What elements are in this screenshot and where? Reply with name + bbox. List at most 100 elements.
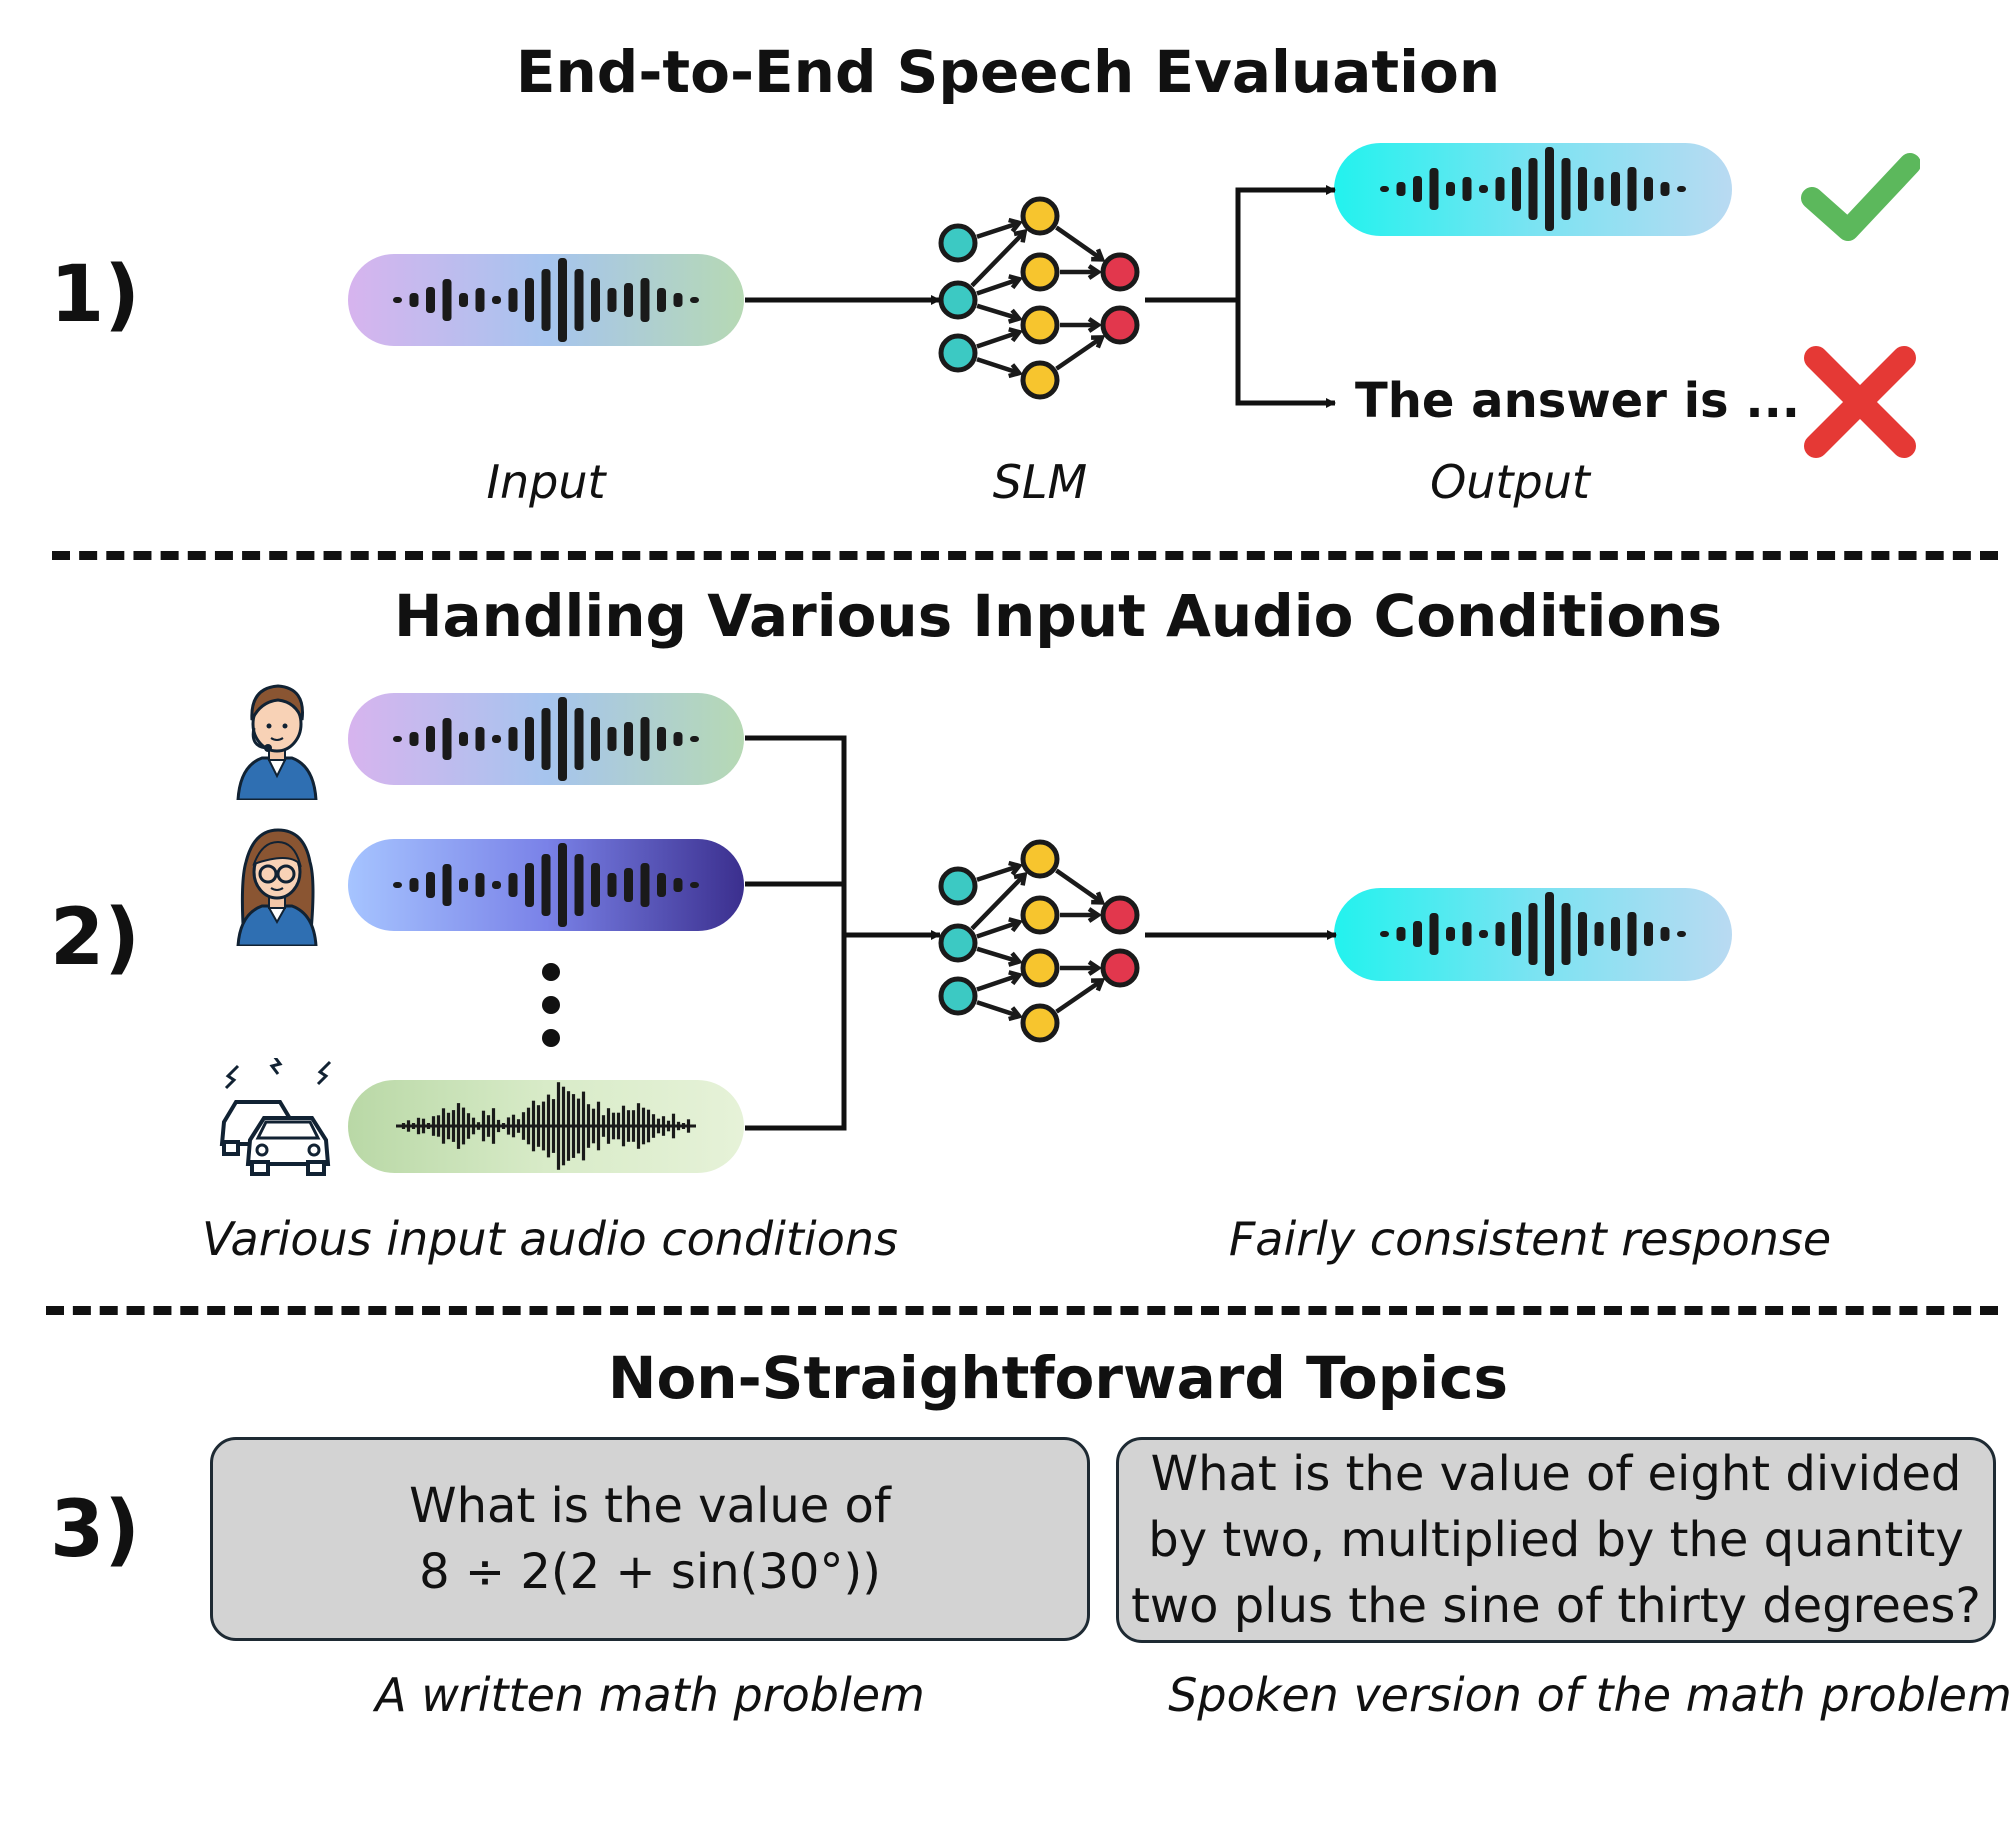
waveform-bar [1413,921,1422,947]
waveform-bar [492,881,501,889]
waveform-bar [1479,930,1488,938]
voice1-connector [745,735,847,1131]
waveform-bar [393,882,402,888]
network-link [976,946,1020,964]
output-caption: Output [1430,455,1590,509]
waveform-bar [409,732,419,746]
waveform-bar [1462,922,1472,946]
waveform-bar [525,278,534,322]
network-arrowhead [1013,228,1028,243]
waveform-bar [525,863,534,907]
waveform-bar [1512,912,1521,956]
waveform-bar [673,878,683,892]
ellipsis-dots [538,960,564,1050]
waveform-bar [591,863,600,907]
input-waveform-pill [348,254,744,346]
network-node [938,923,978,963]
waveform-bar [459,293,468,307]
network-link [1055,868,1104,905]
waveform-bar [690,736,699,742]
network-link [976,220,1020,239]
network-node [938,223,978,263]
waveform-bar [673,293,683,307]
network-arrowhead [1087,317,1103,333]
waveform-bar [475,873,485,897]
waveform-bar [459,878,468,892]
waveform-bar [624,283,633,317]
waveform-bar [1561,158,1571,220]
waveform-bar [1396,182,1406,196]
waveform-bar [541,708,551,770]
waveform-bar [1578,912,1587,956]
waveform-bar [1644,177,1653,201]
man-speaker-icon [232,676,322,802]
waveform-bar [459,732,468,746]
waveform-bar [690,297,699,303]
network-arrowhead [1007,308,1023,324]
network-arrowhead [1007,951,1023,967]
network-link [976,303,1020,321]
woman-speaker-icon [232,822,322,948]
waveform-bar [1578,167,1587,211]
waveform-bar [1512,167,1521,211]
waveform-bar [508,727,518,751]
section3-title: Non-Straightforward Topics [607,1344,1509,1412]
network-arrowhead [1008,917,1024,933]
waveform-bar [1446,182,1455,196]
written-math-box: What is the value of 8 ÷ 2(2 + sin(30°)) [210,1437,1090,1641]
network-link [976,1000,1020,1019]
consistent-output-pill [1334,888,1732,981]
waveform-bar [624,722,633,756]
written-line-1: What is the value of [409,1478,891,1534]
waveform-bar [393,736,402,742]
input-voice1-pill [348,693,744,785]
section2-title: Handling Various Input Audio Conditions [393,582,1723,650]
waveform-bar [442,718,452,760]
network-node [938,866,978,906]
network-arrowhead [1008,327,1024,343]
waveform-bar [591,717,600,761]
waveform-bar [640,717,650,761]
network-link [976,972,1020,992]
waveform-bar [1611,917,1620,951]
waveform-bar [492,735,501,743]
waveform-bar [426,872,435,898]
network-arrowhead [1087,264,1103,280]
network-node [1100,948,1140,988]
waveform-bar [1627,912,1637,956]
network-link [1055,225,1104,262]
section1-number: 1) [50,250,140,340]
waveform-bar [657,873,666,897]
waveform-bar [1677,186,1686,192]
network-arrowhead [1008,860,1023,876]
network-node [1020,305,1060,345]
waveform-bar [1594,177,1604,201]
waveform-bar [426,726,435,752]
output-waveform-pill [1334,143,1732,236]
waveform-bar [1429,168,1439,210]
input-caption: Input [486,455,606,509]
waveform-bar [1627,167,1637,211]
text-output: The answer is ... [1355,373,1801,429]
waveform-bar [1396,927,1406,941]
section3-number: 3) [50,1485,140,1575]
network-node [938,976,978,1016]
waveform-bar [1528,903,1538,965]
network-node [1020,252,1060,292]
network-arrowhead [1091,248,1106,262]
waveform-bar [1495,922,1505,946]
waveform-bar [541,854,551,916]
network-arrowhead [1087,907,1103,923]
network-node [1020,895,1060,935]
various-conditions-caption: Various input audio conditions [202,1212,898,1266]
waveform-bar [1545,147,1554,231]
section2-number: 2) [50,893,140,983]
network-link [1055,335,1104,371]
waveform-bar [1462,177,1472,201]
waveform-bar [1380,931,1389,937]
network-link [976,276,1020,296]
written-line-2: 8 ÷ 2(2 + sin(30°)) [419,1544,881,1600]
waveform-bar [1429,913,1439,955]
waveform-bar [442,279,452,321]
